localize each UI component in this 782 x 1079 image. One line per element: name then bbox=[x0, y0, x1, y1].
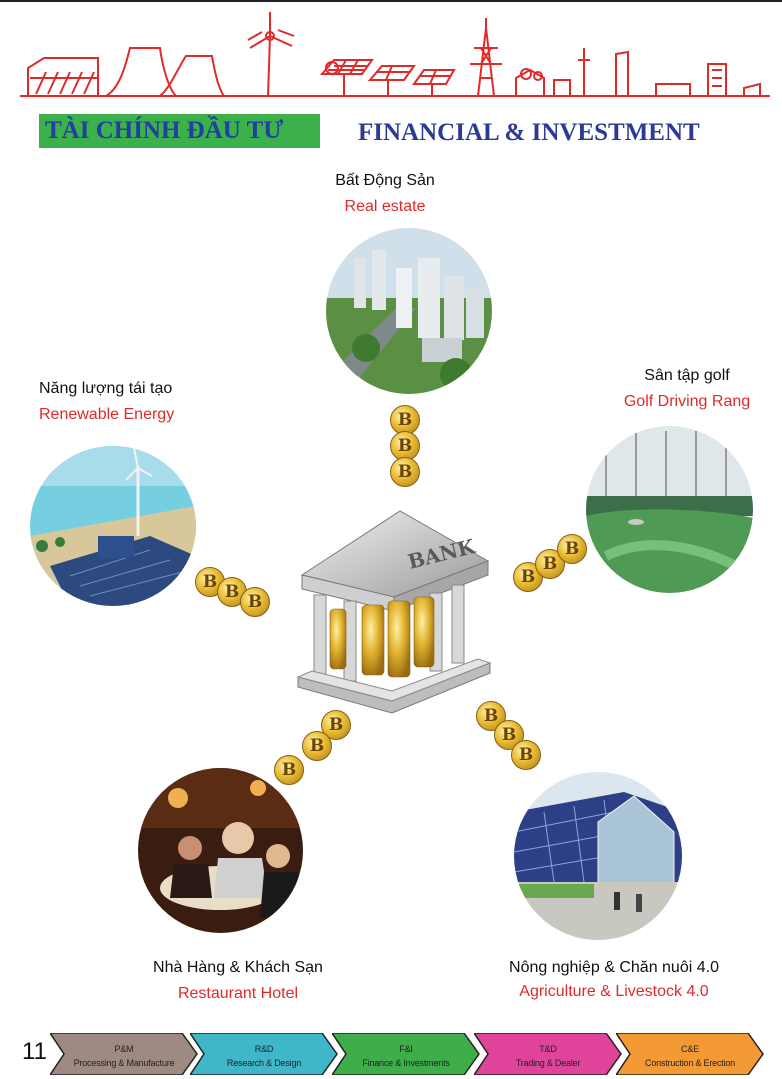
ribbon-label: Research & Design bbox=[226, 1058, 302, 1068]
restaurant-hotel-label-vn: Nhà Hàng & Khách Sạn bbox=[153, 959, 323, 976]
coin-icon: B bbox=[557, 534, 587, 564]
section-title-vietnamese: TÀI CHÍNH ĐẦU TƯ bbox=[39, 114, 320, 148]
ribbon-construction-erection[interactable]: C&E Construction & Erection bbox=[616, 1033, 764, 1075]
golf-label-en: Golf Driving Rang bbox=[623, 393, 751, 410]
bank-building-illustration: BANK bbox=[296, 510, 492, 714]
ribbon-label: Processing & Manufacture bbox=[73, 1058, 175, 1068]
ribbon-abbr: F&I bbox=[399, 1044, 413, 1054]
golf-label-vn: Sân tập golf bbox=[644, 367, 730, 384]
page-number: 11 bbox=[22, 1038, 47, 1065]
real-estate-label-en: Real estate bbox=[344, 198, 426, 215]
renewable-energy-photo bbox=[30, 446, 196, 606]
agriculture-livestock-label-en: Agriculture & Livestock 4.0 bbox=[519, 983, 709, 1000]
renewable-energy-label: Năng lượng tái tạo Renewable Energy bbox=[39, 379, 174, 425]
golf-photo bbox=[586, 426, 753, 593]
top-rule bbox=[0, 0, 782, 2]
renewable-energy-label-en: Renewable Energy bbox=[39, 406, 175, 423]
ribbon-finance-investments[interactable]: F&I Finance & Investments bbox=[332, 1033, 480, 1075]
renewable-energy-label-vn: Năng lượng tái tạo bbox=[39, 380, 173, 397]
restaurant-hotel-label-en: Restaurant Hotel bbox=[177, 985, 299, 1002]
restaurant-photo bbox=[138, 768, 303, 933]
ribbon-label: Construction & Erection bbox=[645, 1058, 735, 1068]
ribbon-label: Finance & Investments bbox=[362, 1058, 450, 1068]
ribbon-abbr: C&E bbox=[681, 1044, 699, 1054]
ribbon-label: Trading & Dealer bbox=[515, 1058, 581, 1068]
restaurant-hotel-label: Nhà Hàng & Khách Sạn Restaurant Hotel bbox=[138, 958, 338, 1004]
real-estate-label: Bất Động Sản Real estate bbox=[300, 171, 470, 217]
real-estate-label-vn: Bất Động Sản bbox=[335, 172, 435, 189]
golf-label: Sân tập golf Golf Driving Rang bbox=[610, 366, 764, 412]
coin-icon: B bbox=[511, 740, 541, 770]
ribbon-abbr: T&D bbox=[539, 1044, 557, 1054]
real-estate-photo bbox=[326, 228, 492, 394]
section-title-english: FINANCIAL & INVESTMENT bbox=[358, 119, 700, 146]
coin-icon: B bbox=[302, 731, 332, 761]
agriculture-photo bbox=[514, 772, 682, 940]
ribbon-abbr: R&D bbox=[254, 1044, 274, 1054]
coin-icon: B bbox=[513, 562, 543, 592]
ribbon-trading-dealer[interactable]: T&D Trading & Dealer bbox=[474, 1033, 622, 1075]
agriculture-livestock-label-vn: Nông nghiệp & Chăn nuôi 4.0 bbox=[509, 959, 719, 976]
coin-icon: B bbox=[274, 755, 304, 785]
ribbon-research-design[interactable]: R&D Research & Design bbox=[190, 1033, 338, 1075]
coin-icon: B bbox=[390, 457, 420, 487]
agriculture-livestock-label: Nông nghiệp & Chăn nuôi 4.0 Agriculture … bbox=[488, 958, 740, 1002]
industry-skyline-illustration bbox=[20, 12, 770, 97]
ribbon-processing-manufacture[interactable]: P&M Processing & Manufacture bbox=[50, 1033, 198, 1075]
coin-icon: B bbox=[390, 431, 420, 461]
ribbon-abbr: P&M bbox=[114, 1044, 134, 1054]
coin-icon: B bbox=[240, 587, 270, 617]
